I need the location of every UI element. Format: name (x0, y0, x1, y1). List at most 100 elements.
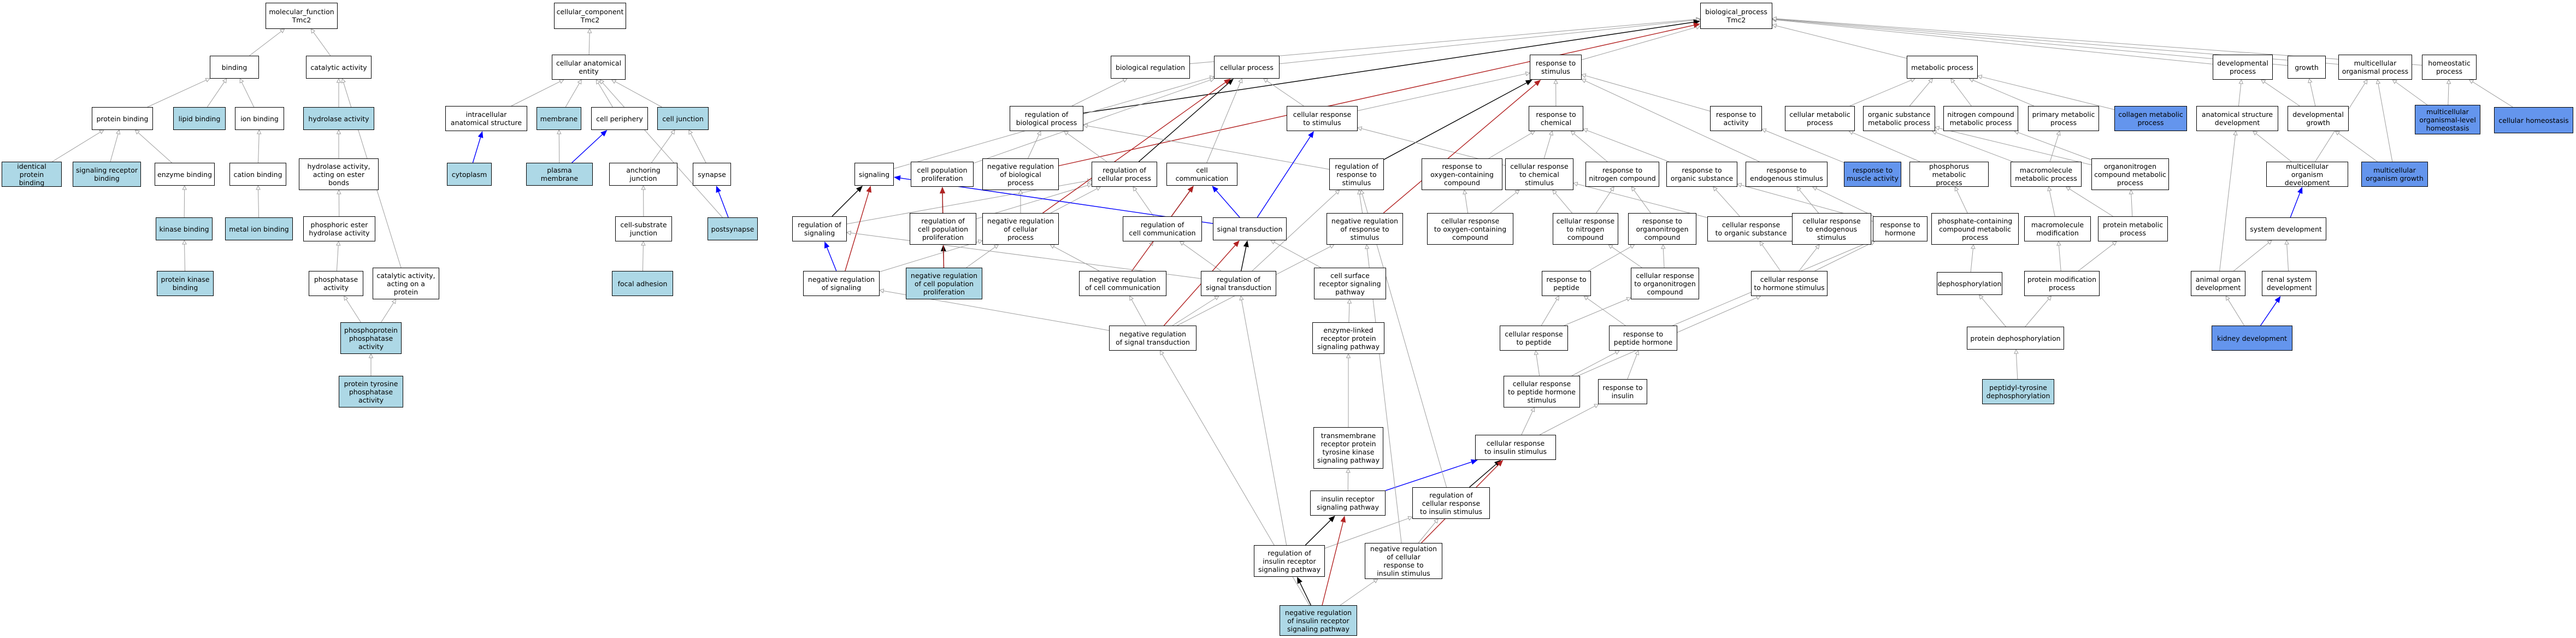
node-negative-regulation-of-insulin-receptor-signaling-pathway[interactable]: negative regulation of insulin receptor … (1280, 605, 1357, 636)
node-protein-modification-process[interactable]: protein modification process (2024, 271, 2100, 296)
node-negative-regulation-of-response-to-stimulus[interactable]: negative regulation of response to stimu… (1327, 213, 1403, 245)
node-cellular-process[interactable]: cellular process (1214, 56, 1280, 79)
node-dephosphorylation[interactable]: dephosphorylation (1937, 272, 2002, 295)
node-response-to-organic-substance[interactable]: response to organic substance (1666, 162, 1737, 187)
node-protein-metabolic-process[interactable]: protein metabolic process (2098, 216, 2168, 241)
node-response-to-activity[interactable]: response to activity (1710, 106, 1762, 131)
node-response-to-nitrogen-compound[interactable]: response to nitrogen compound (1585, 162, 1659, 187)
node-metal-ion-binding[interactable]: metal ion binding (225, 217, 293, 240)
node-catalytic-activity[interactable]: catalytic activity (306, 56, 372, 79)
node-regulation-of-insulin-receptor-signaling-pathway[interactable]: regulation of insulin receptor signaling… (1254, 545, 1325, 577)
node-primary-metabolic-process[interactable]: primary metabolic process (2028, 106, 2099, 131)
node-identical-protein-binding[interactable]: identical protein binding (2, 162, 62, 187)
node-macromolecule-modification[interactable]: macromolecule modification (2024, 216, 2091, 241)
node-cellular-response-to-hormone-stimulus[interactable]: cellular response to hormone stimulus (1751, 271, 1828, 296)
node-plasma-membrane[interactable]: plasma membrane (526, 163, 593, 186)
node-ion-binding[interactable]: ion binding (235, 107, 284, 130)
node-cell-periphery[interactable]: cell periphery (591, 107, 648, 130)
node-binding[interactable]: binding (210, 56, 259, 79)
node-homeostatic-process[interactable]: homeostatic process (2422, 55, 2477, 80)
node-animal-organ-development[interactable]: animal organ development (2191, 271, 2245, 296)
node-renal-system-development[interactable]: renal system development (2262, 271, 2316, 296)
node-regulation-of-signaling[interactable]: regulation of signaling (792, 216, 847, 241)
node-negative-regulation-of-signaling[interactable]: negative regulation of signaling (803, 271, 880, 296)
node-cellular-homeostasis[interactable]: cellular homeostasis (2494, 107, 2573, 133)
node-cellular-response-to-organic-substance[interactable]: cellular response to organic substance (1707, 216, 1795, 241)
node-cellular-response-to-chemical-stimulus[interactable]: cellular response to chemical stimulus (1505, 158, 1573, 190)
node-negative-regulation-of-cellular-process[interactable]: negative regulation of cellular process (982, 213, 1059, 245)
node-cell-communication[interactable]: cell communication (1166, 163, 1237, 186)
node-transmembrane-receptor-protein-tyrosine-kinase-signaling-pathway[interactable]: transmembrane receptor protein tyrosine … (1313, 427, 1383, 469)
node-phosphorus-metabolic-process[interactable]: phosphorus metabolic process (1909, 162, 1989, 187)
node-organic-substance-metabolic-process[interactable]: organic substance metabolic process (1863, 106, 1935, 131)
node-cell-substrate-junction[interactable]: cell-substrate junction (615, 216, 672, 241)
node-regulation-of-biological-process[interactable]: regulation of biological process (1010, 106, 1083, 131)
node-postsynapse[interactable]: postsynapse (708, 217, 758, 240)
node-response-to-muscle-activity[interactable]: response to muscle activity (1844, 162, 1901, 187)
node-developmental-process[interactable]: developmental process (2213, 55, 2273, 80)
node-cellular-response-to-peptide[interactable]: cellular response to peptide (1500, 326, 1568, 351)
node-cellular-response-to-oxygen-containing-compound[interactable]: cellular response to oxygen-containing c… (1427, 213, 1513, 245)
node-response-to-chemical[interactable]: response to chemical (1529, 106, 1583, 131)
node-cell-surface-receptor-signaling-pathway[interactable]: cell surface receptor signaling pathway (1314, 268, 1386, 299)
node-catalytic-activity-acting-on-a-protein[interactable]: catalytic activity, acting on a protein (373, 268, 439, 299)
node-metabolic-process[interactable]: metabolic process (1907, 56, 1978, 79)
node-negative-regulation-of-cell-population-proliferation[interactable]: negative regulation of cell population p… (906, 268, 982, 299)
node-regulation-of-cell-population-proliferation[interactable]: regulation of cell population proliferat… (910, 213, 976, 245)
node-phosphoprotein-phosphatase-activity[interactable]: phosphoprotein phosphatase activity (340, 322, 402, 354)
node-negative-regulation-of-cellular-response-to-insulin-stimulus[interactable]: negative regulation of cellular response… (1365, 543, 1442, 579)
node-multicellular-organism-growth[interactable]: multicellular organism growth (2361, 162, 2428, 187)
node-multicellular-organismal-level-homeostasis[interactable]: multicellular organismal-level homeostas… (2415, 105, 2480, 134)
node-biological-process[interactable]: biological_process Tmc2 (1700, 3, 1772, 29)
node-cytoplasm[interactable]: cytoplasm (447, 163, 492, 186)
node-negative-regulation-of-cell-communication[interactable]: negative regulation of cell communicatio… (1079, 271, 1166, 296)
node-multicellular-organism-development[interactable]: multicellular organism development (2266, 162, 2348, 187)
node-system-development[interactable]: system development (2245, 217, 2326, 240)
node-cellular-response-to-stimulus[interactable]: cellular response to stimulus (1287, 106, 1358, 131)
node-lipid-binding[interactable]: lipid binding (173, 107, 226, 130)
node-cation-binding[interactable]: cation binding (229, 163, 286, 186)
node-intracellular-anatomical-structure[interactable]: intracellular anatomical structure (445, 106, 527, 131)
node-response-to-organonitrogen-compound[interactable]: response to organonitrogen compound (1628, 213, 1696, 245)
node-cellular-metabolic-process[interactable]: cellular metabolic process (1785, 106, 1855, 131)
node-response-to-endogenous-stimulus[interactable]: response to endogenous stimulus (1746, 162, 1828, 187)
node-cellular-component[interactable]: cellular_component Tmc2 (554, 3, 626, 29)
node-growth[interactable]: growth (2288, 56, 2326, 79)
node-regulation-of-signal-transduction[interactable]: regulation of signal transduction (1201, 271, 1276, 296)
node-protein-kinase-binding[interactable]: protein kinase binding (157, 271, 214, 296)
node-synapse[interactable]: synapse (693, 163, 731, 186)
node-cellular-response-to-endogenous-stimulus[interactable]: cellular response to endogenous stimulus (1792, 213, 1871, 245)
node-regulation-of-cellular-response-to-insulin-stimulus[interactable]: regulation of cellular response to insul… (1412, 487, 1490, 519)
node-cellular-response-to-insulin-stimulus[interactable]: cellular response to insulin stimulus (1475, 435, 1556, 460)
node-collagen-metabolic-process[interactable]: collagen metabolic process (2114, 106, 2187, 131)
node-signaling[interactable]: signaling (854, 163, 894, 186)
node-response-to-peptide[interactable]: response to peptide (1542, 271, 1591, 296)
node-regulation-of-cell-communication[interactable]: regulation of cell communication (1123, 216, 1202, 241)
node-cellular-anatomical-entity[interactable]: cellular anatomical entity (552, 55, 626, 80)
node-protein-tyrosine-phosphatase-activity[interactable]: protein tyrosine phosphatase activity (339, 376, 403, 407)
node-multicellular-organismal-process[interactable]: multicellular organismal process (2338, 55, 2412, 80)
node-response-to-hormone[interactable]: response to hormone (1873, 216, 1927, 241)
node-regulation-of-cellular-process[interactable]: regulation of cellular process (1092, 162, 1157, 187)
node-cell-junction[interactable]: cell junction (657, 107, 709, 130)
node-peptidyl-tyrosine-dephosphorylation[interactable]: peptidyl-tyrosine dephosphorylation (1982, 379, 2054, 404)
node-kidney-development[interactable]: kidney development (2212, 326, 2292, 351)
node-phosphoric-ester-hydrolase-activity[interactable]: phosphoric ester hydrolase activity (303, 216, 375, 241)
node-protein-dephosphorylation[interactable]: protein dephosphorylation (1967, 327, 2064, 350)
node-organonitrogen-compound-metabolic-process[interactable]: organonitrogen compound metabolic proces… (2091, 158, 2169, 190)
node-insulin-receptor-signaling-pathway[interactable]: insulin receptor signaling pathway (1310, 491, 1386, 516)
node-phosphate-containing-compound-metabolic-process[interactable]: phosphate-containing compound metabolic … (1931, 213, 2019, 245)
node-signal-transduction[interactable]: signal transduction (1213, 217, 1287, 240)
node-biological-regulation[interactable]: biological regulation (1111, 56, 1190, 79)
node-protein-binding[interactable]: protein binding (92, 107, 153, 130)
node-hydrolase-activity[interactable]: hydrolase activity (303, 107, 374, 130)
node-membrane[interactable]: membrane (537, 107, 581, 130)
node-cellular-response-to-organonitrogen-compound[interactable]: cellular response to organonitrogen comp… (1631, 268, 1699, 299)
node-response-to-insulin[interactable]: response to insulin (1598, 379, 1647, 404)
node-nitrogen-compound-metabolic-process[interactable]: nitrogen compound metabolic process (1943, 106, 2018, 131)
node-negative-regulation-of-signal-transduction[interactable]: negative regulation of signal transducti… (1109, 326, 1196, 351)
node-anchoring-junction[interactable]: anchoring junction (609, 163, 677, 186)
node-cellular-response-to-peptide-hormone-stimulus[interactable]: cellular response to peptide hormone sti… (1504, 376, 1580, 407)
node-cell-population-proliferation[interactable]: cell population proliferation (911, 162, 974, 187)
node-hydrolase-activity-acting-on-ester-bonds[interactable]: hydrolase activity, acting on ester bond… (299, 158, 379, 190)
